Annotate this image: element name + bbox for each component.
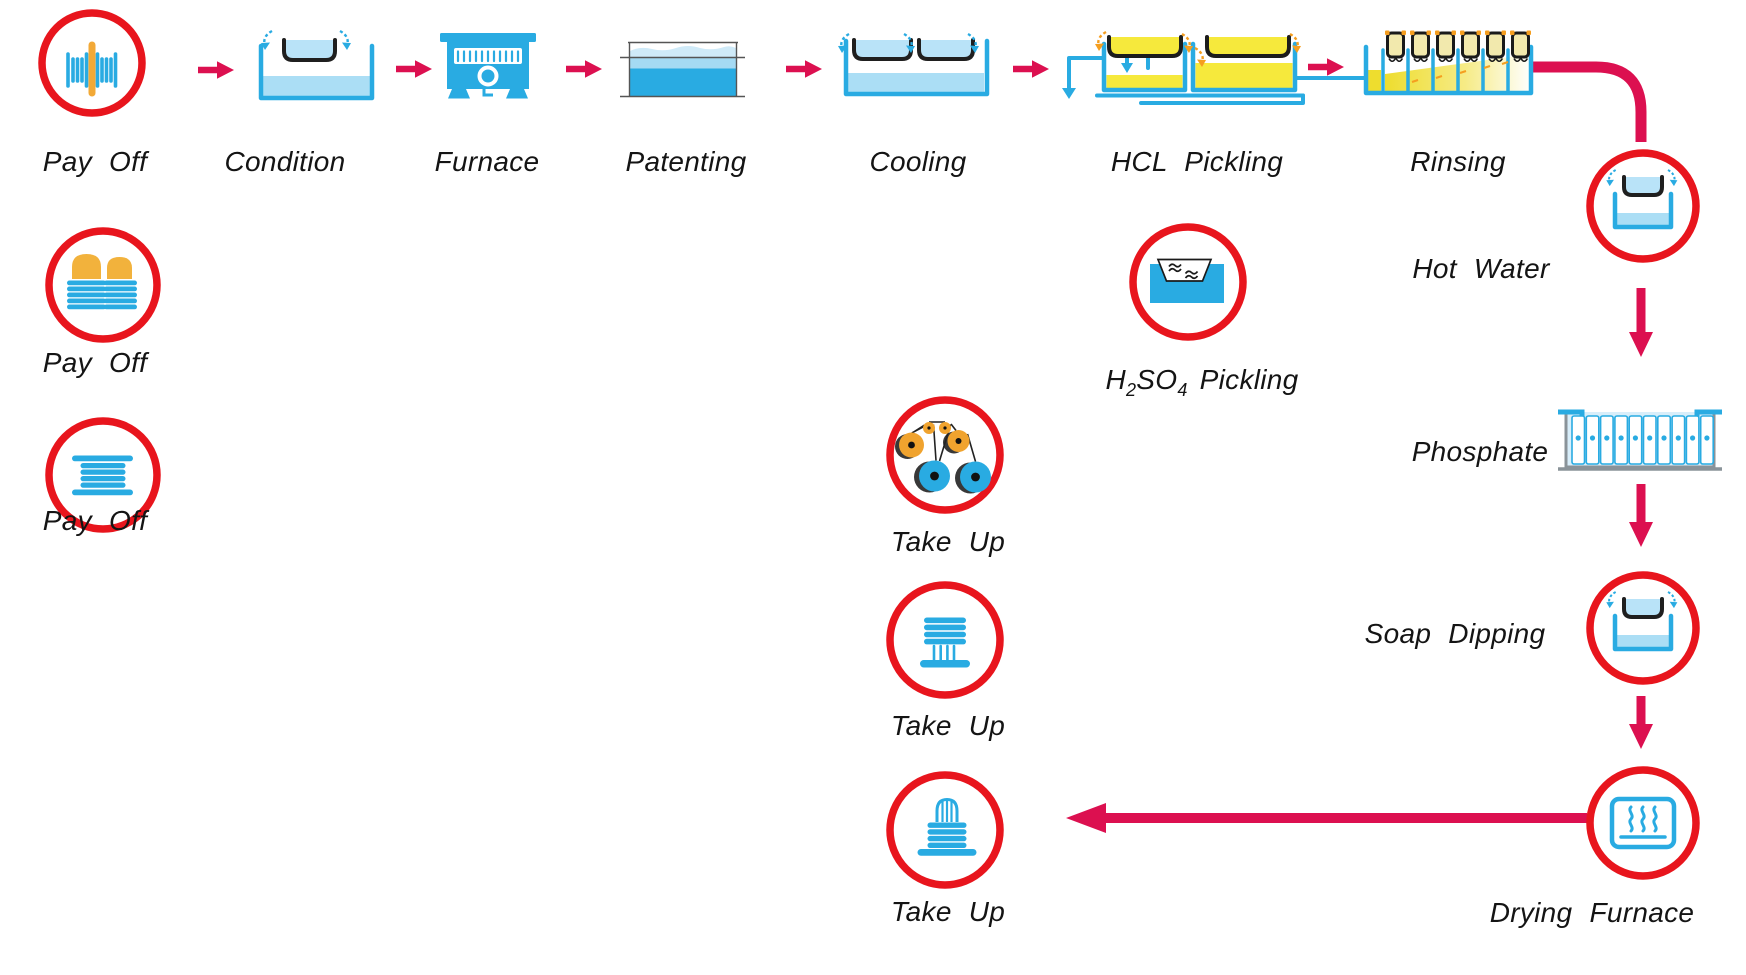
label-take-up-3: Take Up xyxy=(890,896,1006,927)
label-hcl-pickling: HCL Pickling xyxy=(1110,146,1284,177)
phosphate-cells xyxy=(1571,415,1714,465)
arrow-phosphate-soap xyxy=(1629,484,1653,547)
take-up-3-icon xyxy=(886,771,1004,889)
cooling-icon xyxy=(836,32,990,97)
red-circle xyxy=(1586,149,1700,263)
pay-off-3-icon xyxy=(45,417,161,533)
label-drying-furnace: Drying Furnace xyxy=(1489,897,1695,928)
label-phosphate: Phosphate xyxy=(1411,436,1549,467)
furnace-icon xyxy=(440,33,536,99)
pulley-wheels-icon xyxy=(895,421,991,494)
condition-icon xyxy=(258,29,375,101)
soap-dipping-icon xyxy=(1586,571,1700,685)
coil-spool-icon xyxy=(917,797,977,856)
h2so4-pickling-icon xyxy=(1129,223,1247,341)
phosphate-icon xyxy=(1558,409,1722,471)
label-pay-off-2: Pay Off xyxy=(42,347,148,378)
spool-side-icon xyxy=(72,455,133,496)
heat-chamber-icon xyxy=(1609,796,1677,850)
flow-arrows xyxy=(198,58,1653,833)
hot-water-icon xyxy=(1586,149,1700,263)
dip-tank-icon xyxy=(1605,590,1679,652)
label-hot-water: Hot Water xyxy=(1412,253,1550,284)
arrow-soap-drying xyxy=(1629,696,1653,749)
arrow-hotwater-phosphate xyxy=(1629,288,1653,357)
hcl-piping xyxy=(1062,54,1366,105)
label-pay-off-3: Pay Off xyxy=(42,505,148,536)
wire-spool-icon xyxy=(66,41,118,97)
label-pay-off-1: Pay Off xyxy=(42,146,148,177)
coil-stack-pair-icon xyxy=(67,254,137,310)
label-take-up-1: Take Up xyxy=(890,526,1006,557)
arrow-condition-furnace xyxy=(396,60,432,78)
red-circle xyxy=(45,417,161,533)
patenting-icon xyxy=(620,41,745,98)
label-furnace: Furnace xyxy=(434,146,540,177)
hcl-pickling-icon xyxy=(1093,30,1303,93)
coil-on-stand-icon xyxy=(920,617,970,668)
drying-furnace-icon xyxy=(1586,766,1700,880)
take-up-2-icon xyxy=(886,581,1004,699)
pay-off-1-icon xyxy=(38,9,146,117)
label-condition: Condition xyxy=(224,146,346,177)
label-take-up-2: Take Up xyxy=(890,710,1006,741)
dip-arrow-icon xyxy=(338,29,353,52)
label-cooling: Cooling xyxy=(869,146,967,177)
acid-flecks xyxy=(1411,61,1509,83)
label-soap-dipping: Soap Dipping xyxy=(1364,618,1546,649)
rinsing-icon xyxy=(1363,30,1534,96)
arrow-payoff-condition xyxy=(198,61,234,79)
dip-tank-icon xyxy=(1605,168,1679,230)
arrow-patenting-cooling xyxy=(786,60,822,78)
label-rinsing: Rinsing xyxy=(1410,146,1506,177)
flame-ticks xyxy=(456,50,520,63)
hanging-coil-icons xyxy=(1385,30,1531,63)
label-patenting: Patenting xyxy=(625,146,747,177)
take-up-1-icon xyxy=(886,396,1004,514)
arrow-drying-takeup xyxy=(1066,803,1587,833)
arrow-furnace-patenting xyxy=(566,60,602,78)
arrow-hcl-rinsing xyxy=(1308,58,1344,76)
red-circle xyxy=(1586,571,1700,685)
arrow-rinsing-hotwater xyxy=(1533,61,1647,142)
arrow-cooling-hcl xyxy=(1013,60,1049,78)
acid-bath-basket-icon xyxy=(1150,258,1224,303)
pay-off-2-icon xyxy=(45,227,161,343)
